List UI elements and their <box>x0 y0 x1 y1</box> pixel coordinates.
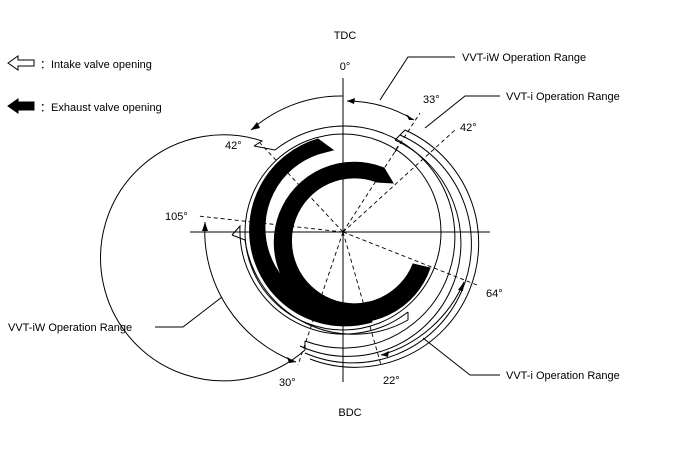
intake-arc-lower <box>231 224 409 335</box>
angle-42-left-label: 42° <box>225 140 242 152</box>
exhaust-arrow-icon <box>7 98 35 114</box>
left-vvt-iw-label: VVT-iW Operation Range <box>8 322 132 334</box>
angle-0-label: 0° <box>340 61 351 73</box>
operation-range-bands <box>299 129 480 368</box>
angle-105-label: 105° <box>165 211 188 223</box>
angle-22-label: 22° <box>383 375 400 387</box>
angle-64-label: 64° <box>486 288 503 300</box>
angle-33-label: 33° <box>423 94 440 106</box>
intake-arrow-icon <box>7 55 35 71</box>
range-arrows <box>202 95 465 363</box>
legend: ：Intake valve opening ：Exhaust valve ope… <box>7 55 162 114</box>
exhaust-arc-outer <box>249 138 373 327</box>
exhaust-arcs <box>249 138 431 327</box>
top-vvt-i-label: VVT-i Operation Range <box>506 91 620 103</box>
bdc-label: BDC <box>338 407 361 419</box>
leader-lines <box>155 56 500 376</box>
angle-42-right-label: 42° <box>460 122 477 134</box>
bottom-vvt-i-label: VVT-i Operation Range <box>506 370 620 382</box>
exhaust-arc-inner <box>273 161 431 323</box>
tdc-label: TDC <box>334 30 357 42</box>
main-circle <box>244 133 442 331</box>
legend-intake-label: ：Intake valve opening <box>40 59 152 71</box>
angle-30-label: 30° <box>279 377 296 389</box>
top-vvt-iw-label: VVT-iW Operation Range <box>462 52 586 64</box>
legend-exhaust-label: ：Exhaust valve opening <box>40 102 162 114</box>
